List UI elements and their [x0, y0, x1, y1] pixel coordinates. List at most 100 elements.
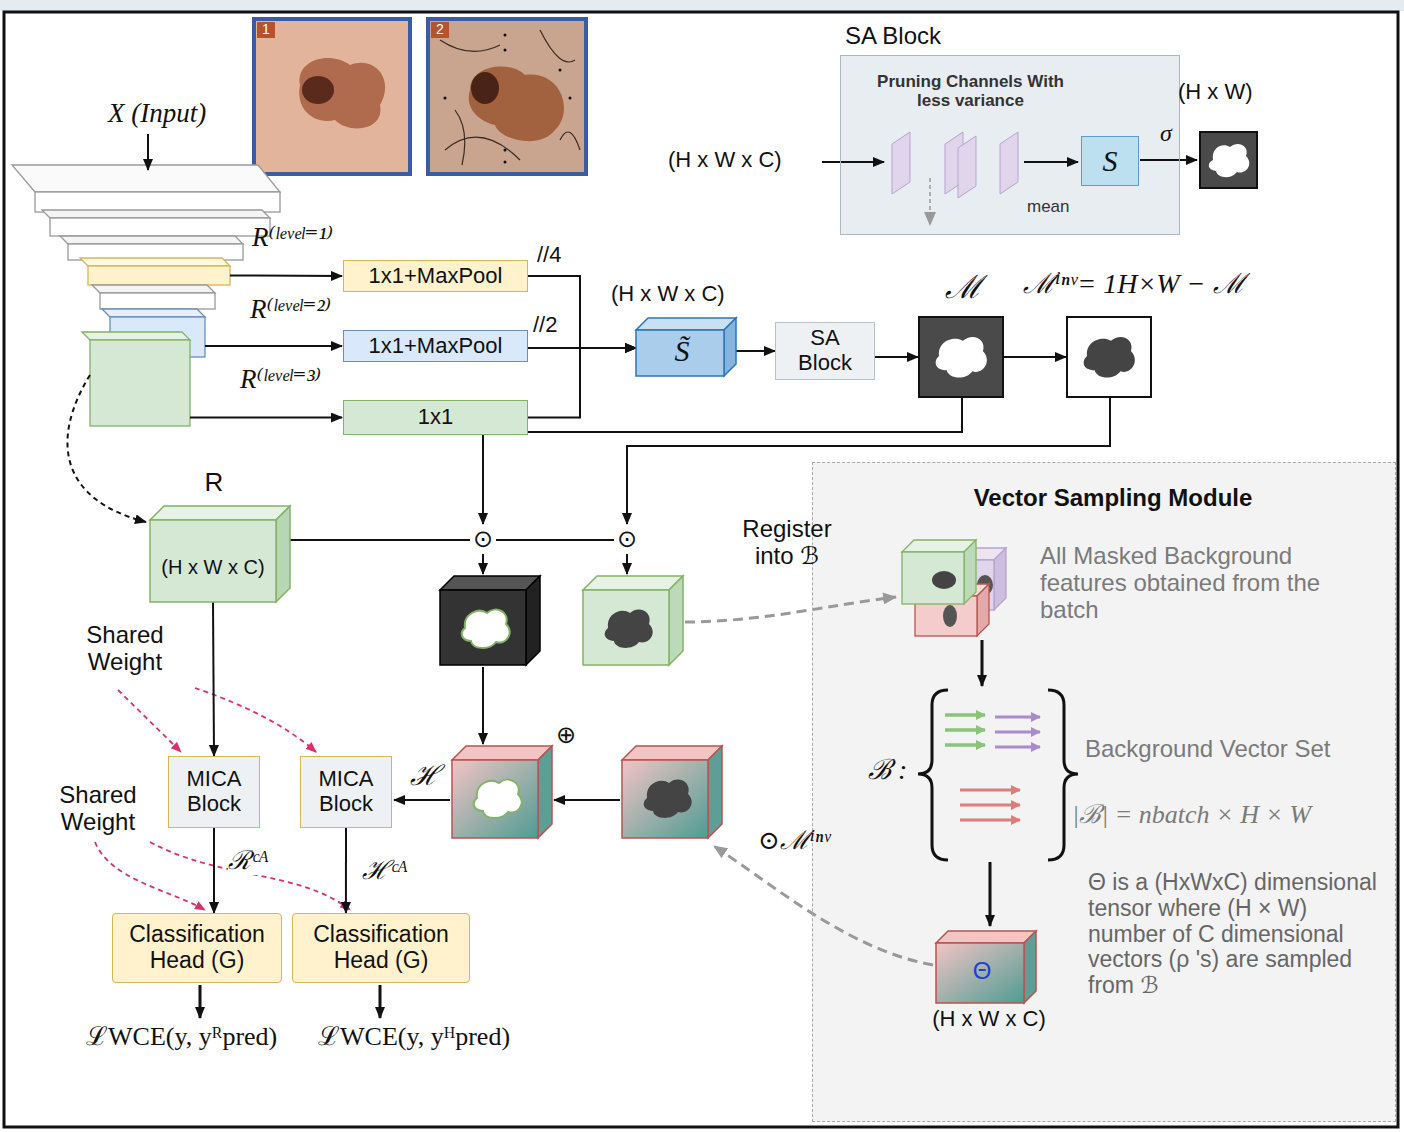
drawing-rect — [430, 21, 584, 172]
drawing-path — [918, 690, 948, 860]
mica-block: MICA Block — [168, 756, 260, 828]
note: Background Vector Set — [1085, 736, 1330, 763]
drawing-path — [147, 134, 149, 170]
drawing-polygon — [12, 165, 280, 192]
cube-front — [150, 520, 276, 602]
drawing-ellipse — [943, 605, 957, 627]
drawing-path — [995, 716, 1040, 719]
cube-shape — [150, 506, 290, 602]
drawing-path — [626, 554, 628, 574]
wires — [67, 134, 1197, 1018]
drawing-polygon — [82, 332, 190, 340]
label: Shared Weight — [70, 622, 180, 676]
node-text: 1x1+MaxPool — [369, 264, 503, 289]
drawing-rect — [902, 552, 964, 604]
label: ℋᶜᴬ — [362, 856, 408, 885]
mask-blob — [936, 337, 987, 378]
drawing-path — [394, 799, 450, 801]
node-text: 1x1 — [418, 405, 453, 430]
node-text: 1x1+MaxPool — [369, 334, 503, 359]
node-text: R — [184, 468, 244, 497]
drawing-polygon — [708, 746, 722, 838]
connector — [736, 350, 775, 352]
node-text: MICA Block — [305, 767, 387, 816]
symbol-label: ℋ — [410, 760, 440, 791]
drawing-path — [960, 789, 1020, 792]
drawing-polygon — [1000, 132, 1018, 194]
drawing-path — [822, 161, 884, 163]
cube-side — [1024, 931, 1036, 1003]
drawing-polygon — [958, 136, 976, 198]
sa-internals — [892, 132, 1257, 225]
cube-front — [636, 330, 724, 376]
classification-head: Classification Head (G) — [112, 913, 282, 983]
drawing-circle — [504, 49, 507, 52]
drawing-circle — [559, 69, 562, 72]
label: Register into ℬ — [722, 516, 852, 570]
drawing-path — [945, 729, 985, 732]
drawing-path — [482, 667, 484, 744]
drawing-rect — [1200, 132, 1257, 188]
drawing-rect — [88, 266, 230, 285]
label: R⁽ˡᵉᵛᵉˡ⁼¹⁾ — [252, 222, 333, 252]
drawing-polygon — [622, 746, 722, 760]
panel-note: mean — [1027, 197, 1087, 216]
drawing-rect — [90, 340, 190, 426]
drawing-polygon — [452, 746, 552, 760]
callout-number: 2 — [431, 22, 449, 38]
cube-side — [724, 318, 736, 376]
drawing-path — [644, 780, 692, 818]
drawing-path — [1209, 144, 1249, 177]
drawing-path — [195, 688, 316, 752]
drawing-polygon — [669, 576, 683, 665]
drawing-path — [474, 780, 522, 818]
drawing-path — [995, 731, 1040, 734]
connector — [213, 828, 215, 913]
drawing-polygon — [964, 540, 976, 604]
connector — [528, 347, 636, 349]
drawing-path — [230, 275, 342, 278]
drawing-path — [929, 178, 931, 225]
node-text: Θ — [973, 958, 992, 985]
dimension-label: (H x W x C) — [611, 282, 725, 307]
drawing-polygon — [892, 132, 910, 194]
drawing-rect — [426, 17, 588, 176]
classification-head: Classification Head (G) — [292, 913, 470, 983]
conv-box: 1x1 — [343, 400, 528, 435]
symbol-label: ℬ : — [868, 754, 907, 785]
drawing-rect — [840, 55, 1180, 235]
drawing-polygon — [994, 548, 1006, 610]
drawing-polygon — [60, 236, 243, 244]
panel-note: Pruning Channels With less variance — [863, 72, 1078, 110]
connector — [345, 828, 347, 913]
drawing-path — [290, 539, 640, 541]
drawing-rect — [452, 760, 538, 838]
drawing-path — [190, 417, 342, 419]
drawing-polygon — [440, 576, 540, 590]
conv-pool-box: 1x1+MaxPool — [343, 330, 528, 362]
cube-side — [276, 506, 290, 602]
drawing-polygon — [538, 746, 552, 838]
drawing-path — [199, 985, 202, 1018]
node-text: S — [1103, 144, 1118, 178]
drawing-rect — [100, 293, 215, 309]
drawing-rect — [0, 0, 1404, 11]
drawing-path — [605, 610, 653, 648]
drawing-polygon — [80, 258, 230, 266]
drawing-rect — [252, 17, 412, 176]
callout-number: 1 — [257, 22, 275, 38]
label: R⁽ˡᵉᵛᵉˡ⁼²⁾ — [250, 294, 331, 324]
drawing-rect — [812, 462, 1396, 1122]
panel-title: Vector Sampling Module — [953, 485, 1273, 512]
vector-set — [918, 690, 1078, 860]
connector — [528, 348, 636, 418]
drawing-circle — [504, 161, 507, 164]
dimension-label: (H x W x C) — [668, 148, 782, 173]
drawing-path — [960, 804, 1020, 807]
mask-shape — [920, 318, 1002, 396]
drawing-path — [945, 715, 985, 745]
cube-top — [150, 506, 290, 520]
drawing-path — [440, 30, 580, 165]
drawing-path — [945, 744, 985, 747]
